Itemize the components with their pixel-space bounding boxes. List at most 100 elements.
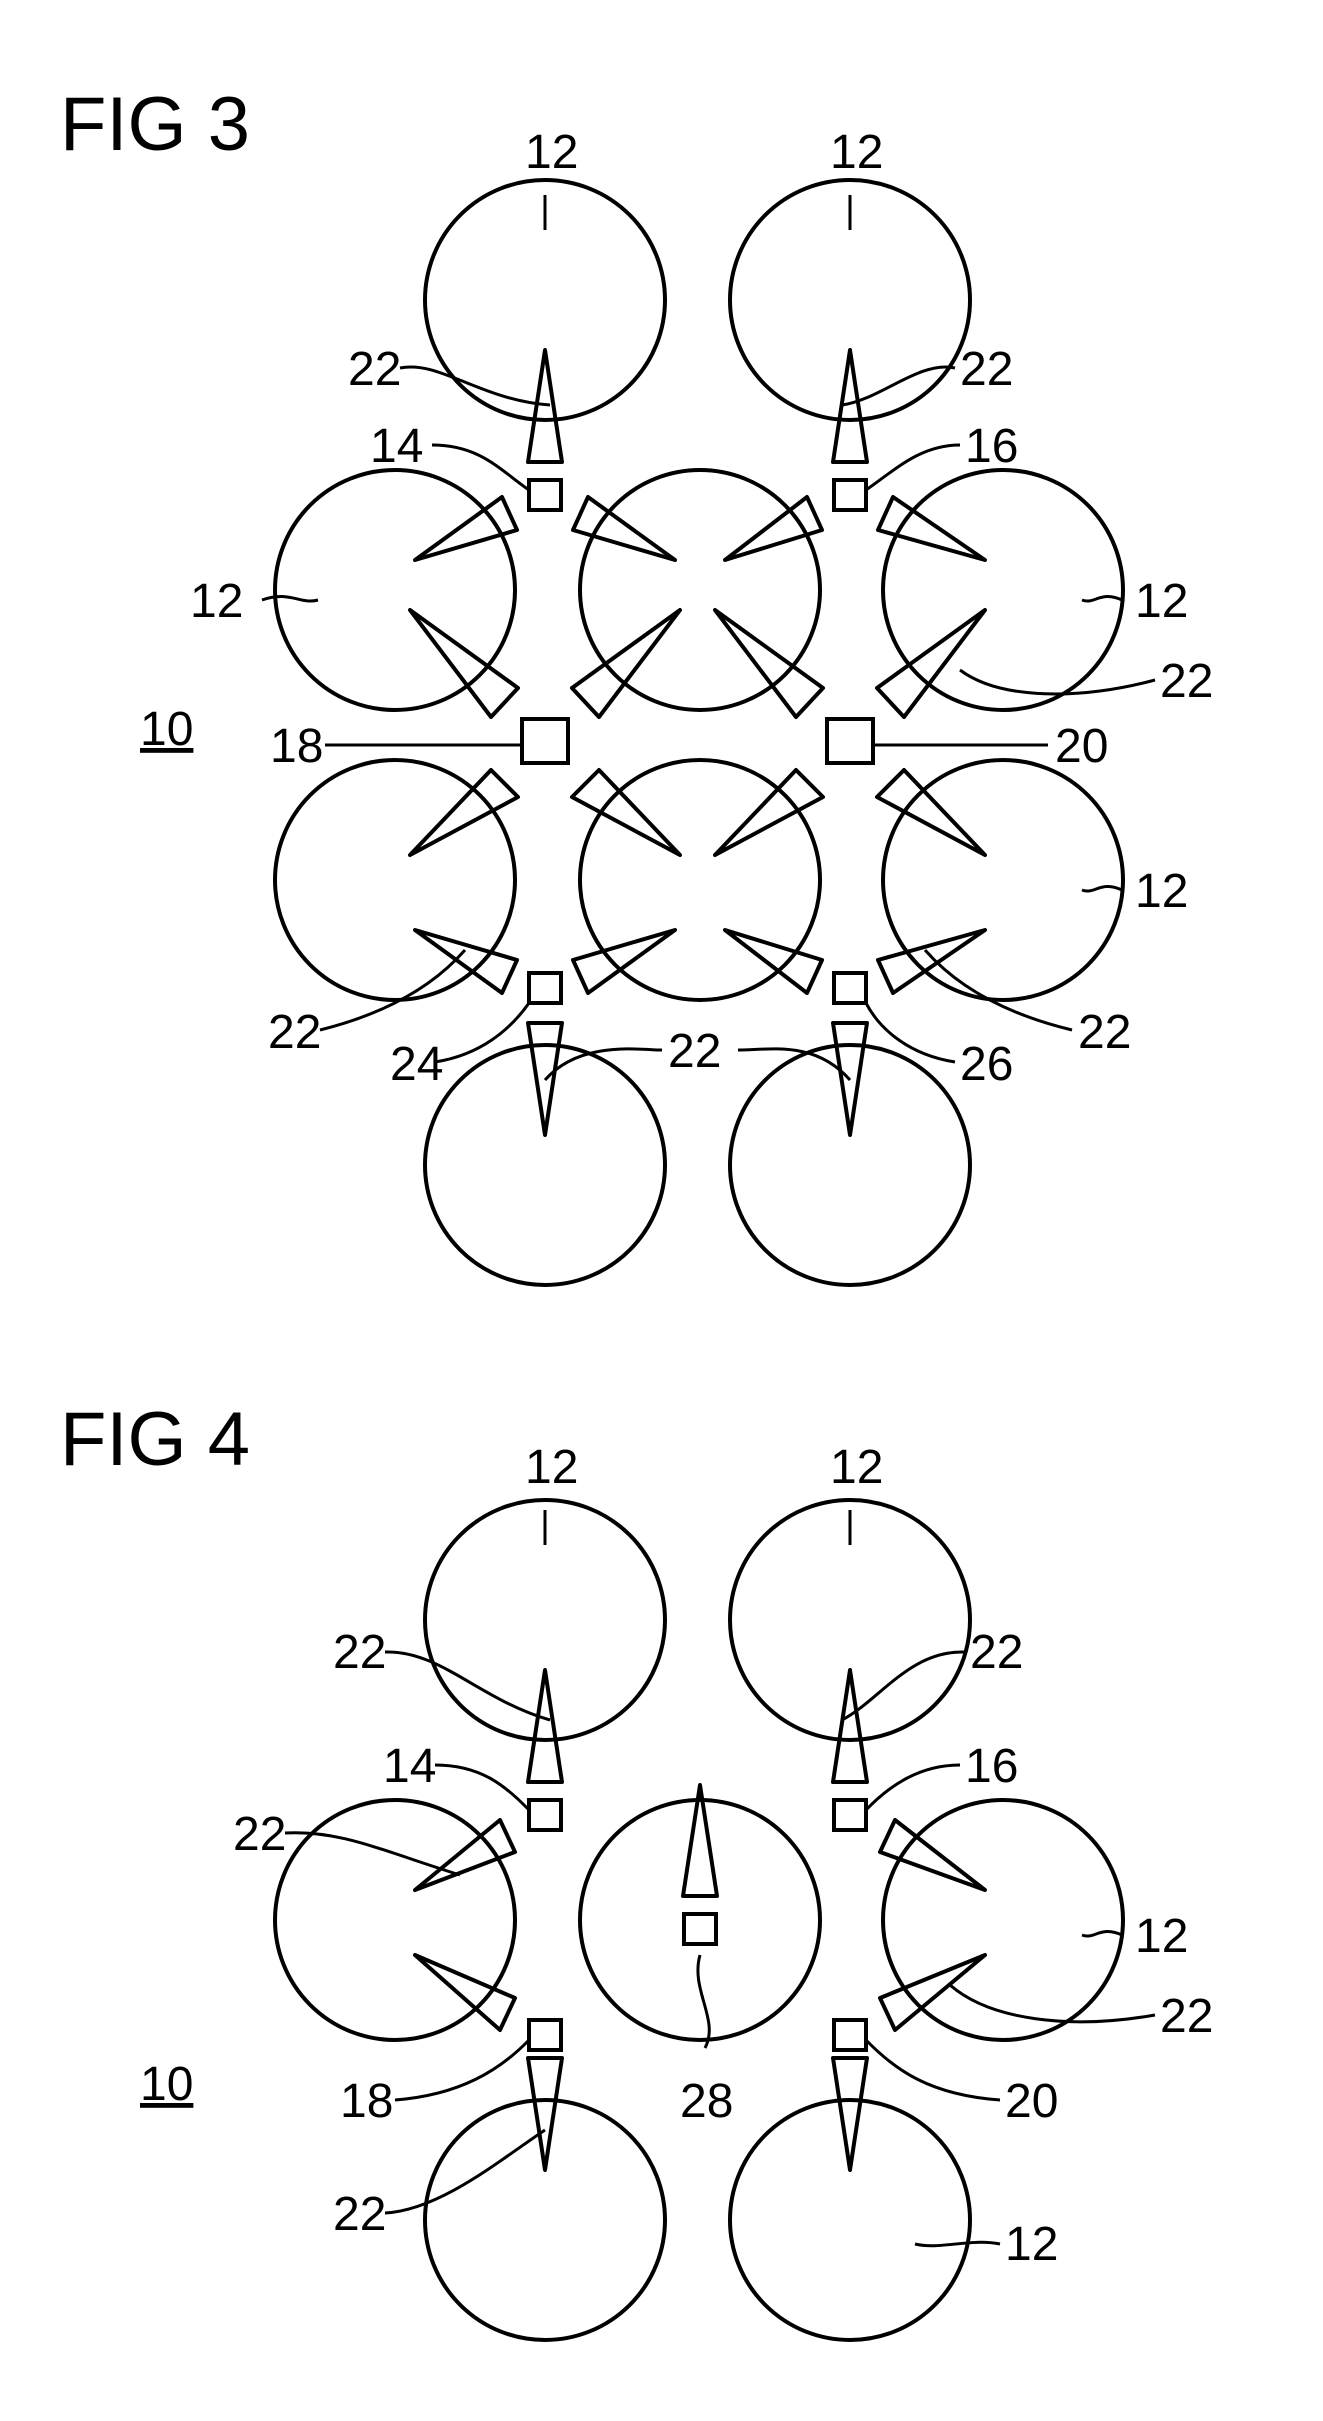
fig3-leader: [1082, 886, 1122, 891]
fig3-label-20: 20: [1055, 720, 1108, 773]
fig4-wedge-14-left: [415, 1820, 515, 1890]
fig4-leader: [1082, 1931, 1122, 1936]
fig3-circle-lower-right: [883, 760, 1123, 1000]
fig3-source-14: [529, 480, 561, 510]
fig4-leader: [435, 1765, 529, 1810]
fig3-wedge-14-left: [415, 497, 517, 560]
fig3-label-18: 18: [270, 720, 323, 773]
fig3-label-12: 12: [1135, 575, 1188, 628]
fig4-label-12: 12: [1135, 1910, 1188, 1963]
fig3-label-22: 22: [268, 1006, 321, 1059]
fig3-leader: [1082, 596, 1122, 601]
fig3-leader: [842, 367, 955, 405]
fig4-source-14: [529, 1800, 561, 1830]
fig4-wedge-18-down: [528, 2058, 562, 2170]
fig4-label-22: 22: [970, 1626, 1023, 1679]
fig4-label-16: 16: [965, 1740, 1018, 1793]
fig3-label-12: 12: [830, 126, 883, 179]
fig3-leader: [738, 1049, 850, 1080]
fig3-circle-upper-right: [883, 470, 1123, 710]
fig3-leader: [262, 596, 318, 601]
figure-4-title: FIG 4: [60, 1397, 250, 1482]
fig3-leader: [545, 1049, 662, 1080]
fig4-wedge-14-up: [528, 1670, 562, 1782]
fig3-source-24: [529, 973, 561, 1003]
fig3-wedge-26-right: [878, 930, 985, 993]
fig3-wedge-24-left: [415, 930, 517, 993]
fig3-wedge-20-ul: [715, 610, 823, 717]
fig3-wedge-16-left: [725, 497, 822, 560]
fig3-leader: [866, 1003, 955, 1062]
fig4-leader: [285, 1833, 460, 1875]
fig4-label-28: 28: [680, 2075, 733, 2128]
fig4-label-20: 20: [1005, 2075, 1058, 2128]
fig3-label-22: 22: [1160, 655, 1213, 708]
fig3-label-26: 26: [960, 1038, 1013, 1091]
fig4-circle-bottom-right: [730, 2100, 970, 2340]
fig3-circle-lower-left: [275, 760, 515, 1000]
fig4-source-16: [834, 1800, 866, 1830]
fig3-leader: [435, 1003, 529, 1062]
fig4-label-12: 12: [830, 1441, 883, 1494]
figure-4-assembly-label: 10: [140, 2058, 193, 2111]
fig4-circle-mid-right: [883, 1800, 1123, 2040]
fig3-circle-lower-center: [580, 760, 820, 1000]
fig4-label-12: 12: [525, 1441, 578, 1494]
fig4-circle-bottom-left: [425, 2100, 665, 2340]
figure-4: FIG 4 10: [60, 1397, 1213, 2340]
fig4-source-18: [529, 2020, 561, 2050]
fig3-circle-upper-center: [580, 470, 820, 710]
fig3-source-20: [827, 719, 873, 763]
fig3-wedge-24-right: [573, 930, 675, 993]
fig3-wedge-18-ur: [572, 610, 680, 717]
fig3-label-22: 22: [1078, 1006, 1131, 1059]
fig4-wedge-20-down: [833, 2058, 867, 2170]
fig4-label-18: 18: [340, 2075, 393, 2128]
fig4-circle-center: [580, 1800, 820, 2040]
fig4-source-28: [684, 1914, 716, 1944]
fig4-label-22: 22: [333, 2188, 386, 2241]
figure-3-assembly-label: 10: [140, 703, 193, 756]
fig3-circle-bottom-right: [730, 1045, 970, 1285]
fig3-label-12: 12: [525, 126, 578, 179]
fig3-leader: [960, 670, 1155, 694]
figure-3: FIG 3 10: [60, 82, 1213, 1285]
fig4-wedge-16-up: [833, 1670, 867, 1782]
fig4-leader: [950, 1985, 1155, 2022]
fig3-label-22: 22: [348, 343, 401, 396]
fig3-label-22: 22: [668, 1025, 721, 1078]
fig3-wedge-18-ul: [410, 610, 518, 717]
fig3-label-24: 24: [390, 1038, 443, 1091]
fig4-leader: [385, 2130, 545, 2213]
fig4-label-22: 22: [233, 1808, 286, 1861]
fig4-label-22: 22: [333, 1626, 386, 1679]
fig3-wedge-26-left: [725, 930, 822, 993]
figure-3-title: FIG 3: [60, 82, 250, 167]
fig3-circle-bottom-left: [425, 1045, 665, 1285]
fig4-leader: [842, 1652, 965, 1720]
fig4-leader: [915, 2242, 1000, 2245]
fig3-label-12: 12: [190, 575, 243, 628]
fig4-label-22: 22: [1160, 1990, 1213, 2043]
fig4-label-12: 12: [1005, 2218, 1058, 2271]
fig4-leader: [698, 1955, 709, 2048]
fig3-label-14: 14: [370, 420, 423, 473]
fig3-source-26: [834, 973, 866, 1003]
fig3-wedge-16-up: [833, 350, 867, 462]
fig3-label-16: 16: [965, 420, 1018, 473]
fig3-source-18: [522, 719, 568, 763]
fig4-leader: [866, 2040, 1000, 2100]
fig3-circle-upper-left: [275, 470, 515, 710]
fig4-label-14: 14: [383, 1740, 436, 1793]
fig3-wedge-16-right: [878, 497, 985, 560]
fig3-label-22: 22: [960, 343, 1013, 396]
fig4-source-20: [834, 2020, 866, 2050]
fig3-source-16: [834, 480, 866, 510]
fig3-label-12: 12: [1135, 865, 1188, 918]
fig4-leader: [866, 1765, 960, 1810]
fig3-wedge-20-ur: [877, 610, 985, 717]
fig4-leader: [395, 2040, 529, 2100]
fig4-wedge-16-right: [880, 1820, 985, 1890]
